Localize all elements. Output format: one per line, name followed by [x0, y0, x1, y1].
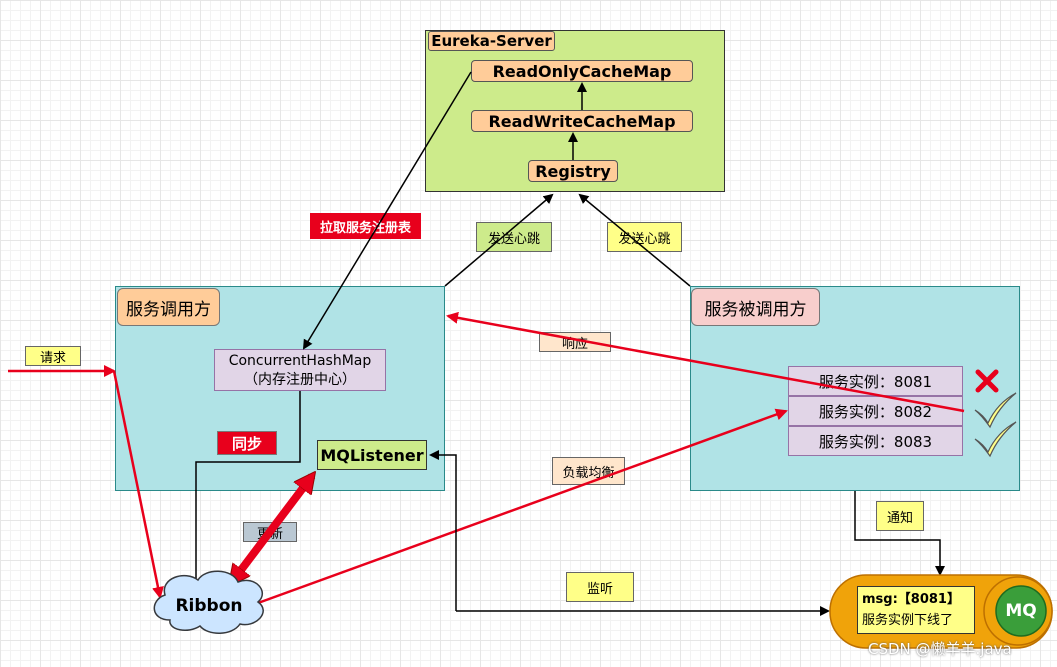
ribbon-label: Ribbon [175, 596, 243, 616]
ribbon-cloud [153, 570, 264, 634]
load-balance-arrow [257, 408, 788, 605]
update-arrow [232, 476, 312, 582]
concurrent-hash-map: ConcurrentHashMap （内存注册中心） [214, 349, 386, 391]
heartbeat-arrow-provider [578, 193, 691, 287]
provider-title: 服务被调用方 [691, 288, 820, 326]
hash-map-desc: （内存注册中心） [244, 372, 356, 388]
mq-message-id: msg:【8081】 [862, 592, 960, 607]
sync-arrow [191, 391, 301, 590]
eureka-server-title: Eureka-Server [428, 31, 555, 51]
mq-listener: MQListener [317, 440, 427, 470]
mq-logo-circle [995, 585, 1047, 637]
request-to-ribbon-arrow [112, 370, 164, 599]
registry: Registry [528, 160, 618, 182]
mq-message-box: msg:【8081】 服务实例下线了 [857, 586, 975, 634]
consumer-title: 服务调用方 [117, 288, 220, 326]
sync-label: 同步 [217, 431, 277, 455]
pull-registry-arrow [302, 71, 472, 350]
load-balance-label: 负载均衡 [552, 457, 625, 485]
service-instance-8083: 服务实例：8083 [788, 426, 963, 456]
notify-label: 通知 [876, 501, 924, 531]
mq-message-text: 服务实例下线了 [862, 613, 954, 628]
request-label: 请求 [25, 346, 81, 366]
listen-label: 监听 [566, 572, 634, 602]
heartbeat-arrow-consumer [444, 193, 554, 287]
readwrite-cache-map: ReadWriteCacheMap [471, 110, 693, 132]
cross-mark-icon [975, 369, 999, 393]
hash-map-name: ConcurrentHashMap [228, 353, 372, 369]
check-mark-icon-8083 [974, 421, 1017, 458]
check-mark-icon-8082 [974, 392, 1017, 429]
service-instance-8082: 服务实例：8082 [788, 396, 963, 426]
listen-arrow [429, 450, 457, 611]
readonly-cache-map: ReadOnlyCacheMap [471, 60, 693, 82]
mq-logo-text: MQ [1005, 601, 1037, 621]
response-arrow [446, 311, 965, 413]
watermark: CSDN @懒羊羊.java [868, 640, 1012, 658]
pull-registry-label: 拉取服务注册表 [310, 213, 421, 239]
notify-arrow [854, 491, 945, 576]
